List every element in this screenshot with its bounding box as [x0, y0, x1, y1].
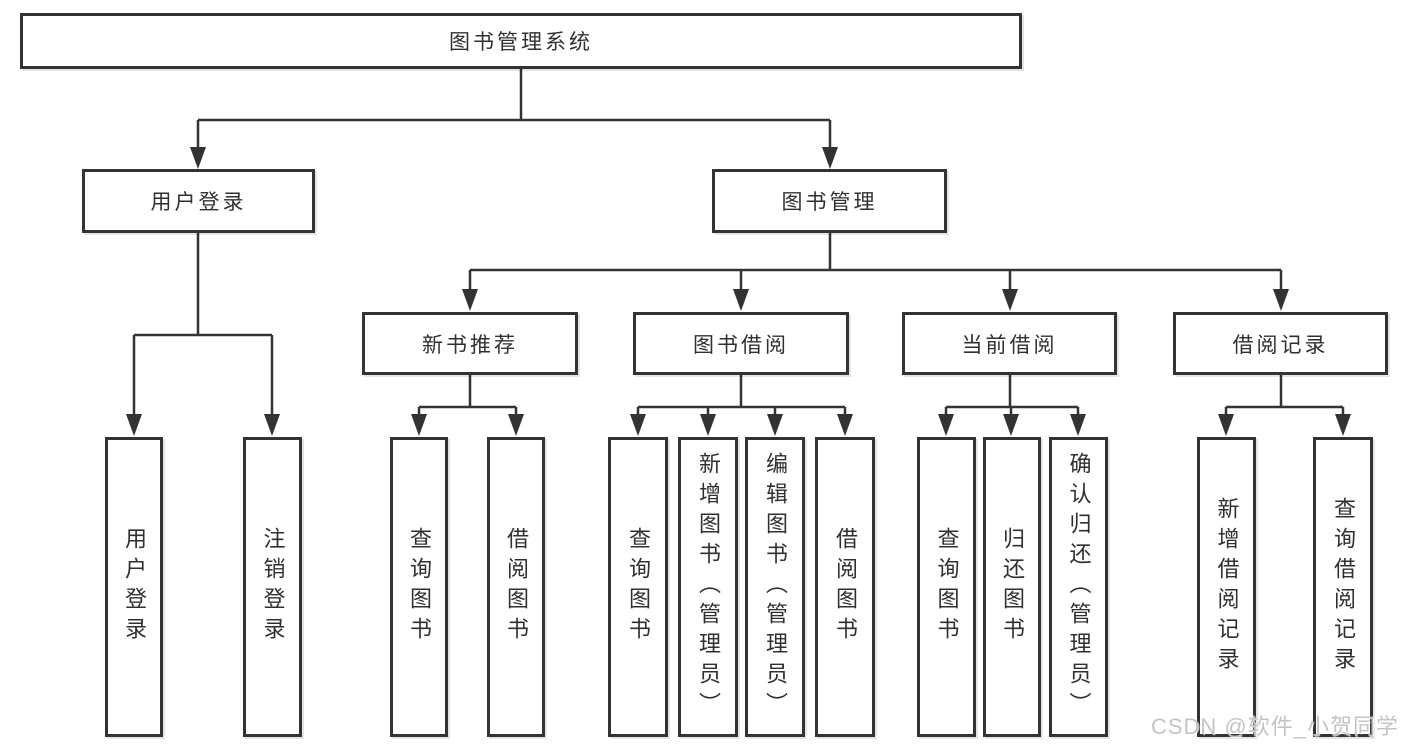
- leaf-borrow-books-recommend: 借阅图书: [487, 437, 545, 737]
- leaf-return-books: 归还图书: [983, 437, 1041, 737]
- leaf-query-books-borrow: 查询图书: [608, 437, 668, 737]
- node-book-borrow: 图书借阅: [633, 312, 849, 375]
- leaf-query-books-recommend: 查询图书: [390, 437, 448, 737]
- leaf-add-books-admin: 新增图书（管理员）: [678, 437, 738, 737]
- node-borrow-records: 借阅记录: [1173, 312, 1388, 375]
- leaf-logout: 注销登录: [243, 437, 302, 737]
- csdn-watermark: CSDN @软件_小贺同学: [1150, 714, 1399, 739]
- leaf-add-borrow-record: 新增借阅记录: [1197, 437, 1256, 737]
- leaf-confirm-return-admin: 确认归还（管理员）: [1049, 437, 1108, 737]
- leaf-borrow-books: 借阅图书: [815, 437, 875, 737]
- leaf-query-borrow-record: 查询借阅记录: [1313, 437, 1373, 737]
- leaf-query-books-current: 查询图书: [917, 437, 976, 737]
- node-current-borrow: 当前借阅: [902, 312, 1117, 375]
- arrowhead-icons: [126, 147, 1351, 436]
- leaf-user-login: 用户登录: [105, 437, 163, 737]
- node-user-login: 用户登录: [82, 169, 315, 233]
- node-root-library-system: 图书管理系统: [20, 13, 1022, 69]
- node-new-book-recommend: 新书推荐: [362, 312, 578, 375]
- leaf-edit-books-admin: 编辑图书（管理员）: [745, 437, 805, 737]
- node-book-management: 图书管理: [712, 169, 947, 233]
